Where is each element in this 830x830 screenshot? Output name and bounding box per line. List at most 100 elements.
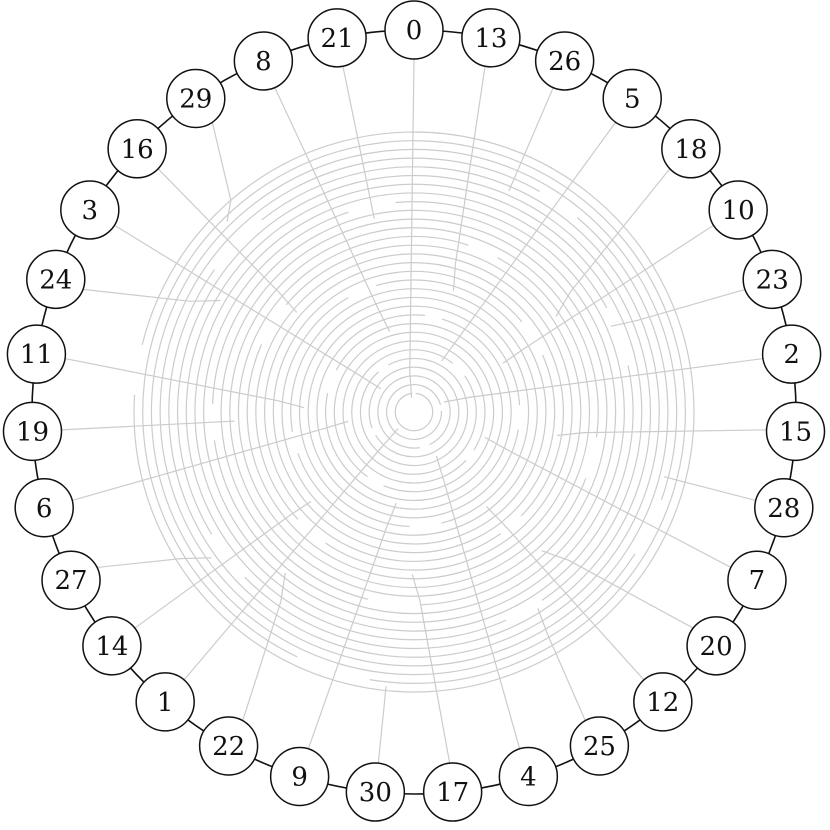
spoke-line bbox=[72, 420, 349, 502]
node-circle bbox=[233, 31, 294, 91]
node: 18 bbox=[661, 119, 721, 179]
node-label: 30 bbox=[359, 778, 392, 808]
node-label: 10 bbox=[722, 196, 755, 226]
node-circle bbox=[41, 550, 101, 610]
node-label: 26 bbox=[548, 47, 581, 77]
node: 19 bbox=[2, 401, 63, 462]
spoke-line bbox=[342, 66, 375, 219]
node-label: 2 bbox=[783, 340, 800, 370]
node-label: 4 bbox=[520, 762, 537, 792]
node: 11 bbox=[6, 324, 67, 384]
node-circle bbox=[422, 762, 483, 822]
spoke-line bbox=[64, 357, 305, 409]
node-label: 7 bbox=[749, 566, 766, 596]
node-label: 18 bbox=[674, 135, 707, 165]
node-label: 3 bbox=[82, 196, 99, 226]
node: 20 bbox=[686, 616, 746, 676]
node: 24 bbox=[26, 249, 86, 310]
node-label: 21 bbox=[321, 24, 354, 54]
node: 14 bbox=[82, 616, 142, 676]
node-label: 17 bbox=[436, 778, 469, 808]
spoke-line bbox=[411, 574, 451, 764]
node-label: 28 bbox=[767, 494, 800, 524]
node: 5 bbox=[602, 68, 662, 129]
node-label: 1 bbox=[157, 688, 174, 718]
guide-arc bbox=[298, 296, 530, 528]
node: 30 bbox=[345, 762, 406, 822]
guide-arc bbox=[142, 140, 686, 684]
node-label: 29 bbox=[179, 84, 212, 114]
guide-arc bbox=[368, 366, 460, 458]
node: 17 bbox=[422, 762, 483, 822]
spoke-line bbox=[537, 608, 586, 721]
guide-arc bbox=[203, 201, 625, 623]
spoke-line bbox=[307, 502, 397, 750]
node: 26 bbox=[534, 31, 595, 91]
guide-arc bbox=[290, 288, 538, 536]
guide-arc bbox=[264, 262, 564, 562]
guide-arc bbox=[229, 227, 599, 597]
node-label: 11 bbox=[20, 340, 53, 370]
guide-arc bbox=[325, 323, 503, 501]
spoke-line bbox=[377, 686, 387, 764]
node-circle bbox=[6, 324, 67, 384]
node-label: 15 bbox=[779, 417, 812, 447]
node-label: 0 bbox=[406, 16, 423, 46]
node: 8 bbox=[233, 31, 294, 91]
spoke-line bbox=[508, 87, 554, 191]
guide-arc bbox=[359, 357, 469, 467]
node-circle bbox=[727, 550, 787, 610]
guide-arc bbox=[255, 253, 573, 571]
node: 3 bbox=[60, 180, 120, 240]
node: 9 bbox=[269, 746, 330, 807]
spoke-line bbox=[610, 288, 746, 327]
guide-arc bbox=[333, 331, 495, 493]
guide-arc bbox=[133, 131, 695, 693]
node-label: 23 bbox=[756, 265, 789, 295]
guide-arc bbox=[272, 270, 556, 554]
node-circle bbox=[742, 249, 802, 310]
spoke-line bbox=[485, 505, 645, 681]
node-label: 14 bbox=[95, 632, 128, 662]
node: 16 bbox=[107, 119, 167, 179]
node-circle bbox=[708, 180, 768, 240]
node: 15 bbox=[765, 401, 826, 462]
node-circle bbox=[269, 746, 330, 807]
spoke-line bbox=[409, 58, 415, 398]
node-circle bbox=[135, 672, 195, 732]
node-label: 25 bbox=[583, 732, 616, 762]
node: 13 bbox=[461, 8, 521, 68]
spoke-line bbox=[502, 224, 714, 364]
node: 10 bbox=[708, 180, 768, 240]
spoke-line bbox=[484, 436, 732, 568]
node-circle bbox=[633, 672, 693, 732]
guide-arc bbox=[351, 349, 477, 475]
node: 29 bbox=[166, 68, 226, 129]
guide-arc bbox=[176, 174, 652, 650]
guide-arc bbox=[220, 218, 608, 606]
node: 21 bbox=[307, 8, 367, 68]
spoke-line bbox=[242, 572, 286, 721]
spoke-line bbox=[452, 66, 486, 291]
node: 28 bbox=[754, 478, 814, 538]
node-circle bbox=[198, 716, 259, 776]
node-label: 22 bbox=[212, 732, 245, 762]
node-circle bbox=[2, 401, 63, 462]
node-label: 24 bbox=[39, 265, 72, 295]
node-label: 5 bbox=[624, 84, 641, 114]
node-circle bbox=[26, 249, 86, 310]
guide-arc bbox=[342, 340, 486, 484]
guide-arc bbox=[394, 392, 434, 432]
spoke-line bbox=[211, 122, 232, 222]
node-circle bbox=[761, 324, 822, 384]
spoke-line bbox=[541, 550, 694, 629]
node-circle bbox=[384, 0, 444, 60]
guide-arc bbox=[150, 148, 678, 676]
spoke-line bbox=[441, 121, 617, 362]
node-circle bbox=[534, 31, 595, 91]
node-circle bbox=[461, 8, 521, 68]
spoke-line bbox=[274, 87, 391, 332]
guide-arc bbox=[281, 279, 547, 545]
node-label: 27 bbox=[54, 566, 87, 596]
